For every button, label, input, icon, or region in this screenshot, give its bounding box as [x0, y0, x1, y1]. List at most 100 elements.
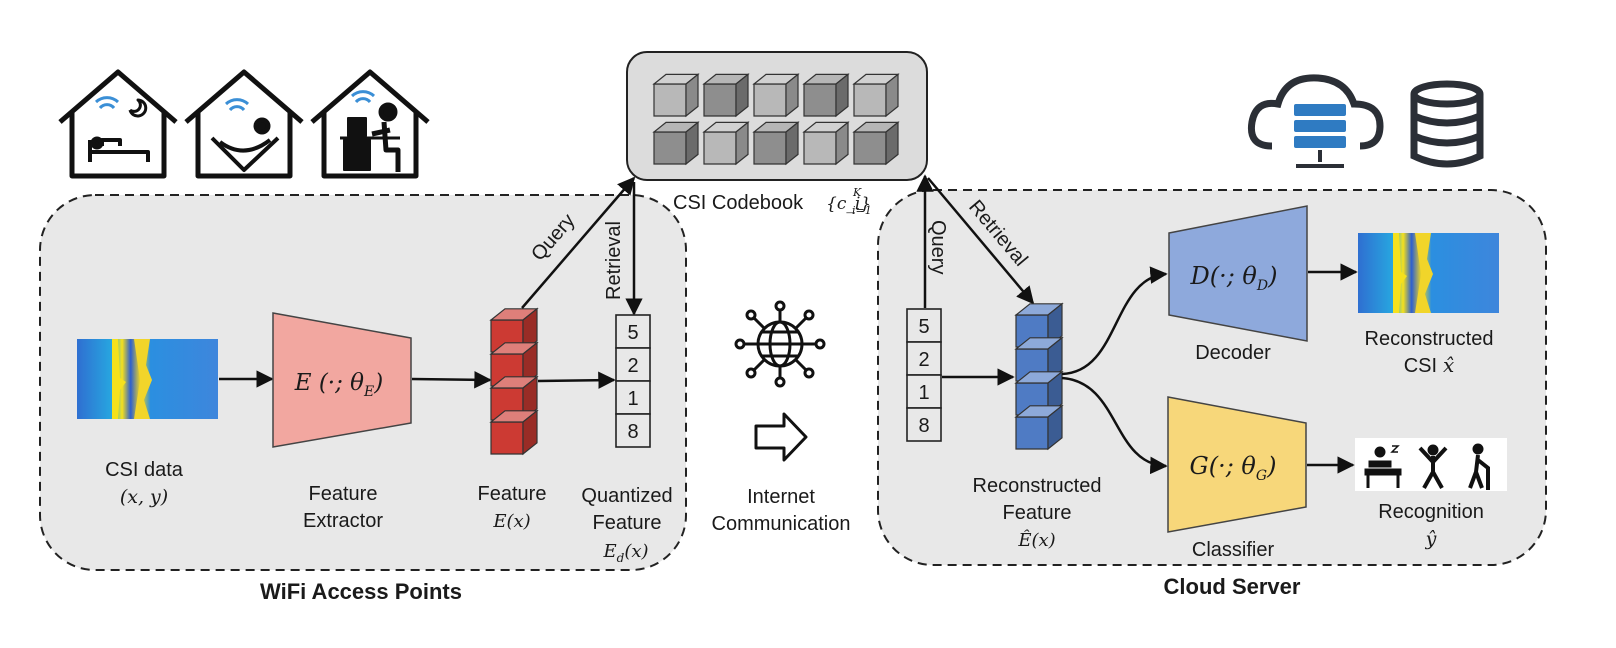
house-sleep-icon	[58, 69, 178, 179]
svg-text:WiFi Access Points: WiFi Access Points	[260, 579, 462, 604]
recon-feature-label-1: Reconstructed	[973, 475, 1102, 497]
classifier-fn-sub: G	[1256, 468, 1267, 484]
recognition-math: ŷ	[1425, 528, 1437, 550]
csi-heatmap	[77, 339, 218, 419]
svg-text:Reconstructed: Reconstructed	[973, 475, 1102, 497]
classifier-fn: G(·; θ	[1190, 452, 1257, 480]
arrow-to-decoder	[1061, 266, 1168, 376]
svg-text:CSI data: CSI data	[105, 459, 184, 481]
recon-feature-label-2: Feature	[1003, 502, 1072, 524]
quantized-index-cell	[615, 413, 651, 448]
right-index-cell	[906, 374, 942, 409]
activity-icons	[1355, 438, 1507, 491]
quantized-math: E	[602, 541, 616, 562]
right-index-value: 8	[918, 415, 929, 437]
codebook-cubes	[652, 73, 900, 166]
feature-extractor-block	[272, 312, 412, 448]
feature-cube	[489, 409, 539, 456]
internet-label-1: Internet	[747, 486, 815, 508]
arrow-retrieval-right	[927, 177, 1035, 305]
svg-text:Ê(x): Ê(x)	[1017, 528, 1055, 551]
cloud-server-icon	[1247, 74, 1384, 168]
cloud-panel-title: Cloud Server	[1164, 574, 1301, 599]
svg-text:Classifier: Classifier	[1192, 539, 1275, 561]
decoder-fn: D(·; θ	[1189, 262, 1257, 290]
codebook-cube	[652, 73, 700, 118]
arrow-feature-quantized	[537, 371, 616, 389]
quantized-index-value: 8	[627, 421, 638, 443]
house-desk-icon	[310, 69, 430, 179]
recon-cube	[1014, 302, 1064, 349]
recon-cube	[1014, 336, 1064, 383]
svg-text:CSI Codebook: CSI Codebook	[673, 192, 804, 214]
recon-csi-math: x̂	[1443, 353, 1454, 377]
wifi-panel-title: WiFi Access Points	[260, 579, 462, 604]
arrow-query-left	[521, 176, 636, 309]
recon-feature-math: Ê(x)	[1017, 528, 1055, 551]
quantized-index-cell	[615, 380, 651, 415]
database-icon	[1410, 80, 1484, 168]
decoder-fn-end: )	[1267, 262, 1277, 290]
csi-math: (x, y)	[120, 486, 168, 508]
svg-text:Recognition: Recognition	[1378, 501, 1484, 523]
quantized-index-value: 5	[627, 322, 638, 344]
right-index-value: 1	[918, 382, 929, 404]
globe-network-icon	[734, 300, 826, 388]
codebook-cube	[702, 73, 750, 118]
svg-text:Decoder: Decoder	[1195, 342, 1271, 364]
codebook-cube	[702, 121, 750, 166]
codebook-cube	[802, 73, 850, 118]
csi-label: CSI data	[105, 459, 184, 481]
right-index-cell	[906, 341, 942, 376]
feature-label: Feature	[478, 483, 547, 505]
retrieval-left-label: Retrieval	[603, 221, 625, 300]
svg-text:Extractor: Extractor	[303, 510, 383, 532]
decoder-block	[1168, 205, 1308, 342]
codebook-cube	[852, 73, 900, 118]
extractor-fn-sub: E	[363, 384, 374, 400]
codebook-cube	[752, 73, 800, 118]
extractor-fn: E (·; θ	[294, 370, 364, 396]
recon-csi-label-2: CSI	[1404, 355, 1437, 377]
codebook-sub: i=1	[852, 204, 872, 217]
svg-text:Feature: Feature	[309, 483, 378, 505]
quantized-label-1: Quantized	[581, 485, 672, 507]
arrow-to-classifier	[1061, 376, 1168, 475]
right-index-value: 5	[918, 316, 929, 338]
internet-label-2: Communication	[712, 513, 851, 535]
svg-text:Feature: Feature	[593, 512, 662, 534]
codebook-label: CSI Codebook	[673, 192, 804, 214]
svg-text:Cloud Server: Cloud Server	[1164, 574, 1301, 599]
recon-cubes	[1014, 302, 1064, 451]
feature-math: E(x)	[492, 511, 530, 532]
extractor-fn-end: )	[373, 370, 383, 396]
svg-text:Query: Query	[927, 220, 949, 274]
feature-cubes	[489, 307, 539, 456]
quantized-index-value: 1	[627, 388, 638, 410]
svg-text:Reconstructed: Reconstructed	[1365, 328, 1494, 350]
codebook-cube	[802, 121, 850, 166]
house-hammock-icon	[184, 69, 304, 179]
svg-text:Feature: Feature	[478, 483, 547, 505]
svg-text:{c_i}: {c_i}	[826, 194, 871, 214]
svg-text:K: K	[852, 186, 862, 199]
svg-text:ŷ: ŷ	[1425, 528, 1437, 550]
query-right-label: Query	[927, 220, 949, 274]
quantized-math-sub: d	[617, 551, 625, 565]
svg-text:(x, y): (x, y)	[120, 486, 168, 508]
svg-text:E(x): E(x)	[492, 511, 530, 532]
svg-text:D(·; θD): D(·; θD)	[1189, 262, 1277, 294]
svg-text:Feature: Feature	[1003, 502, 1072, 524]
svg-text:E (·; θE): E (·; θE)	[294, 370, 384, 400]
svg-text:i=1: i=1	[852, 204, 872, 217]
svg-text:G(·; θG): G(·; θG)	[1190, 452, 1277, 484]
svg-text:Communication: Communication	[712, 513, 851, 535]
svg-text:Quantized: Quantized	[581, 485, 672, 507]
recognition-label: Recognition	[1378, 501, 1484, 523]
codebook-cube	[652, 121, 700, 166]
svg-text:Ed(x): Ed(x)	[602, 541, 648, 565]
